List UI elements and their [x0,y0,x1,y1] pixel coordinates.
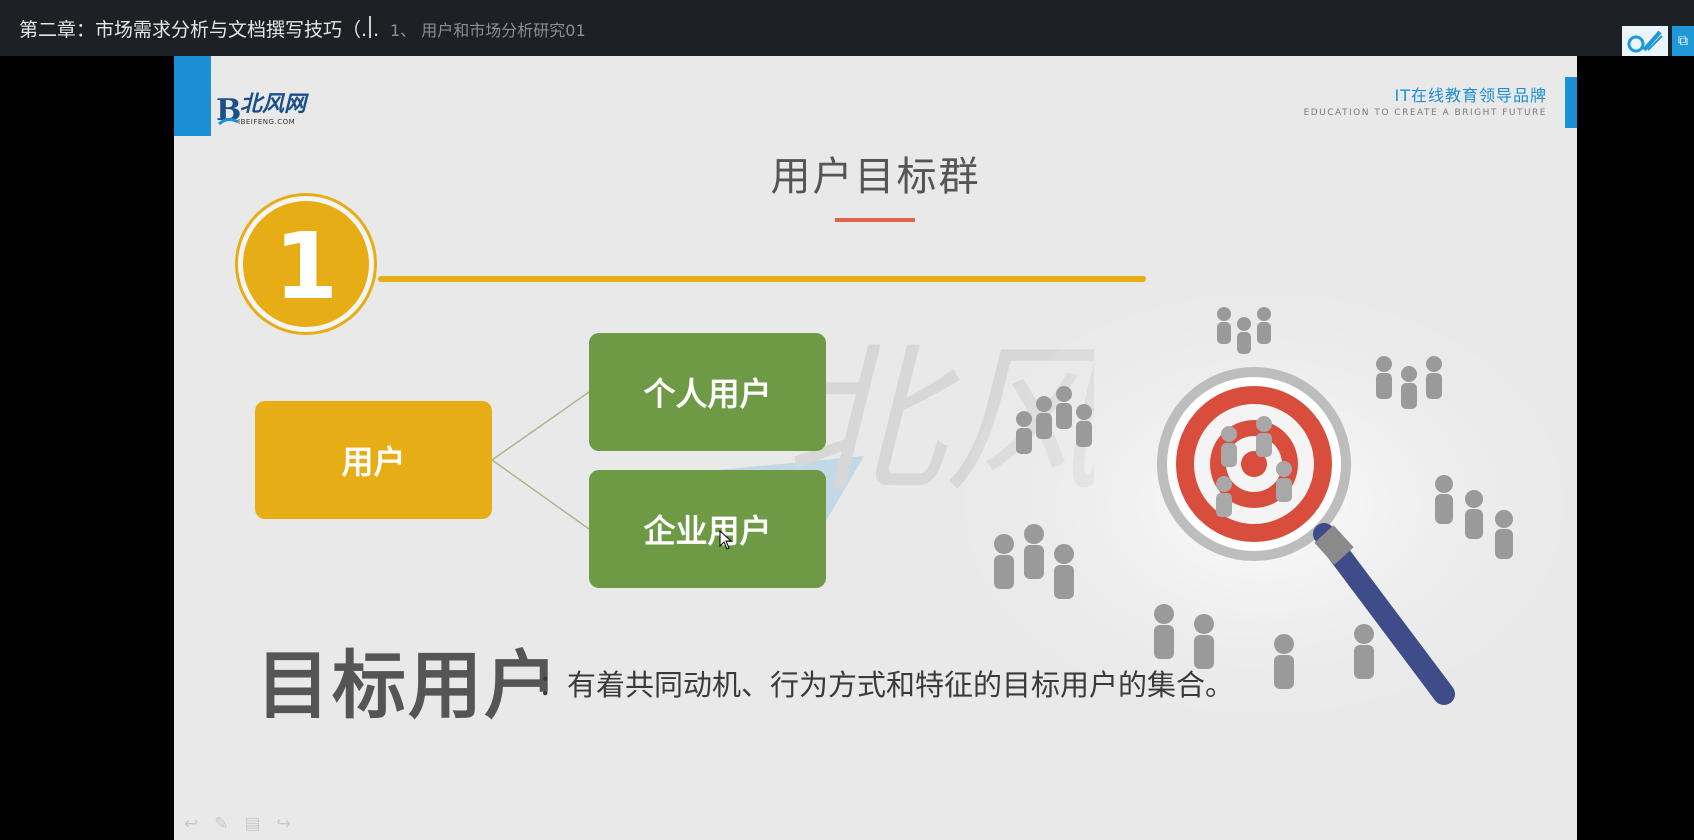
brand-tagline: IT在线教育领导品牌 [1394,86,1547,105]
lesson-title: 1、 用户和市场分析研究01 [390,21,586,40]
player-top-bar: 第二章：市场需求分析与文档撰写技巧（... 1、 用户和市场分析研究01 ⧉ [0,0,1694,56]
definition-term: 目标用户 [256,643,560,729]
diagram-connectors [491,391,590,530]
title-underline [835,218,915,222]
right-accent-bar [1565,77,1577,128]
mouse-cursor-icon [719,530,733,550]
section-number: 1 [273,213,338,320]
brand-tagline-english: EDUCATION TO CREATE A BRIGHT FUTURE [1303,108,1547,118]
undo-icon[interactable]: ↩ [184,814,199,834]
brand-domain: IBEIFENG.COM [238,118,296,126]
crowd-magnifier-target-image [964,294,1564,714]
diagram-node-user: 用户 [255,401,492,519]
site-logo-icon[interactable] [1622,26,1668,56]
fullscreen-icon[interactable]: ⧉ [1672,26,1694,56]
left-accent-bar [174,56,211,136]
brand-logo-icon: B [216,93,241,128]
definition-text: ：有着共同动机、行为方式和特征的目标用户的集合。 [538,668,1235,702]
diagram-node-personal-user: 个人用户 [589,333,826,451]
course-title[interactable]: 第二章：市场需求分析与文档撰写技巧（... [19,19,380,41]
title-separator [369,16,371,38]
pen-icon[interactable]: ✎ [214,814,229,834]
diagram-node-enterprise-user: 企业用户 [589,470,826,588]
presentation-slide: B 北风网 IBEIFENG.COM IT在线教育领导品牌 EDUCATION … [174,56,1577,840]
section-divider-line [378,276,1146,282]
menu-icon[interactable]: ▤ [244,814,261,834]
redo-icon[interactable]: ↪ [276,814,291,834]
slide-title: 用户目标群 [770,154,981,200]
section-number-badge: 1 [243,201,369,327]
brand-name: 北风网 [240,91,307,117]
slide-toolbar: ↩ ✎ ▤ ↪ [184,814,291,834]
